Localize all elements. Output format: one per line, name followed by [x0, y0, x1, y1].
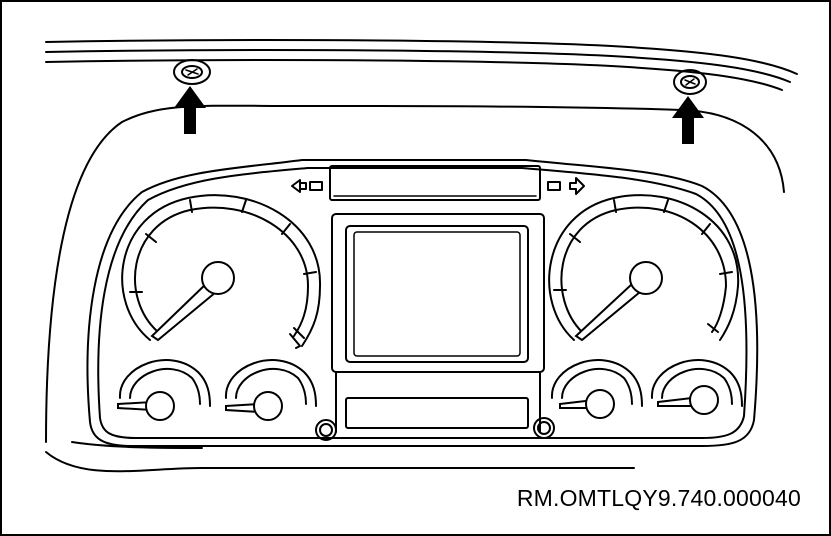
figure-reference-code: RM.OMTLQY9.740.000040 — [516, 485, 801, 511]
left-main-gauge — [121, 194, 322, 349]
small-gauge-2 — [224, 359, 317, 421]
center-display-screen — [345, 225, 529, 363]
right-trip-knob — [533, 417, 555, 439]
center-display-housing — [331, 213, 545, 373]
left-turn-indicator — [291, 179, 323, 193]
small-gauge-3 — [550, 359, 643, 419]
small-gauge-4 — [650, 359, 743, 415]
lower-center-display — [345, 397, 529, 429]
right-gauge-hub — [629, 261, 663, 295]
cluster-hood-outline — [45, 104, 785, 443]
left-gauge-hub — [201, 261, 235, 295]
upper-warning-display — [329, 165, 541, 201]
small-gauge-1 — [117, 359, 211, 421]
right-turn-indicator — [547, 177, 585, 195]
cluster-lower-trim — [45, 451, 635, 473]
left-screw — [173, 59, 211, 85]
left-trip-knob — [315, 419, 337, 441]
cluster-bezel-outer — [86, 159, 759, 447]
right-screw — [673, 69, 707, 95]
dashboard-top-edge — [45, 39, 798, 91]
cluster-bezel-inner — [97, 167, 748, 439]
right-fastener-arrow — [672, 96, 704, 144]
left-fastener-arrow — [174, 86, 206, 134]
right-main-gauge — [548, 194, 740, 342]
